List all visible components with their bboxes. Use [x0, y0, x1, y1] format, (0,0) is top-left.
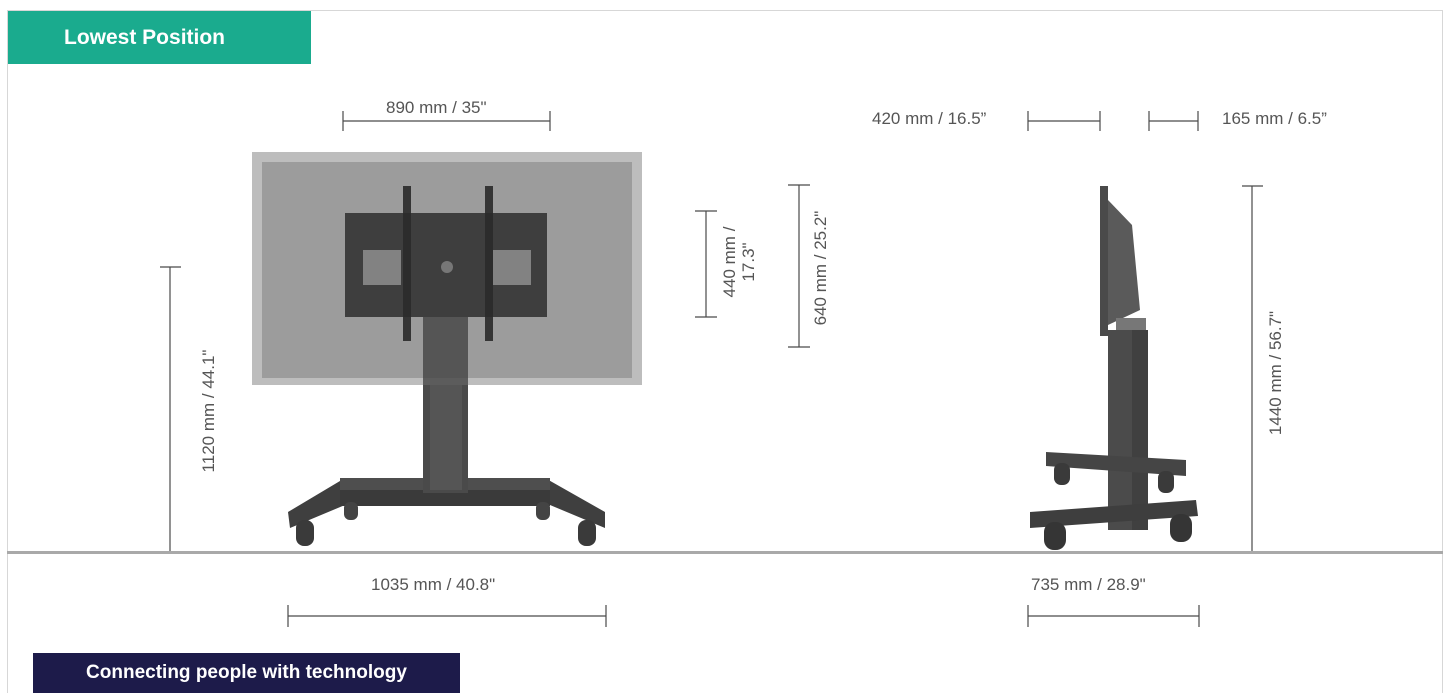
front-view-screen: [252, 152, 642, 385]
floor-line: [7, 551, 1443, 554]
content-frame: [7, 10, 1443, 693]
caster-icon: [536, 502, 550, 520]
dimension-lines: [160, 111, 1263, 627]
footer-tagline: Connecting people with technology: [33, 653, 460, 693]
mount-height-large-label: 640 mm / 25.2": [811, 210, 830, 326]
caster-icon: [296, 520, 314, 546]
side-view-stand: [1030, 186, 1198, 550]
caster-icon: [1054, 463, 1070, 485]
caster-icon: [1158, 471, 1174, 493]
side-depth-right-label: 165 mm / 6.5”: [1222, 109, 1327, 128]
front-base-width-label: 1035 mm / 40.8": [371, 575, 496, 594]
front-view-stand: [288, 325, 605, 546]
mount-height-small-label: 440 mm / 17.3": [720, 226, 758, 298]
side-height-label: 1440 mm / 56.7": [1266, 310, 1285, 436]
front-height-label: 1120 mm / 44.1": [199, 349, 218, 473]
caster-icon: [344, 502, 358, 520]
screen-width-label: 890 mm / 35": [386, 98, 487, 117]
side-base-depth-label: 735 mm / 28.9": [1031, 575, 1146, 594]
caster-icon: [578, 520, 596, 546]
section-title: Lowest Position: [8, 11, 311, 64]
side-depth-left-label: 420 mm / 16.5”: [872, 109, 987, 128]
caster-icon: [1044, 522, 1066, 550]
caster-icon: [1170, 514, 1192, 542]
